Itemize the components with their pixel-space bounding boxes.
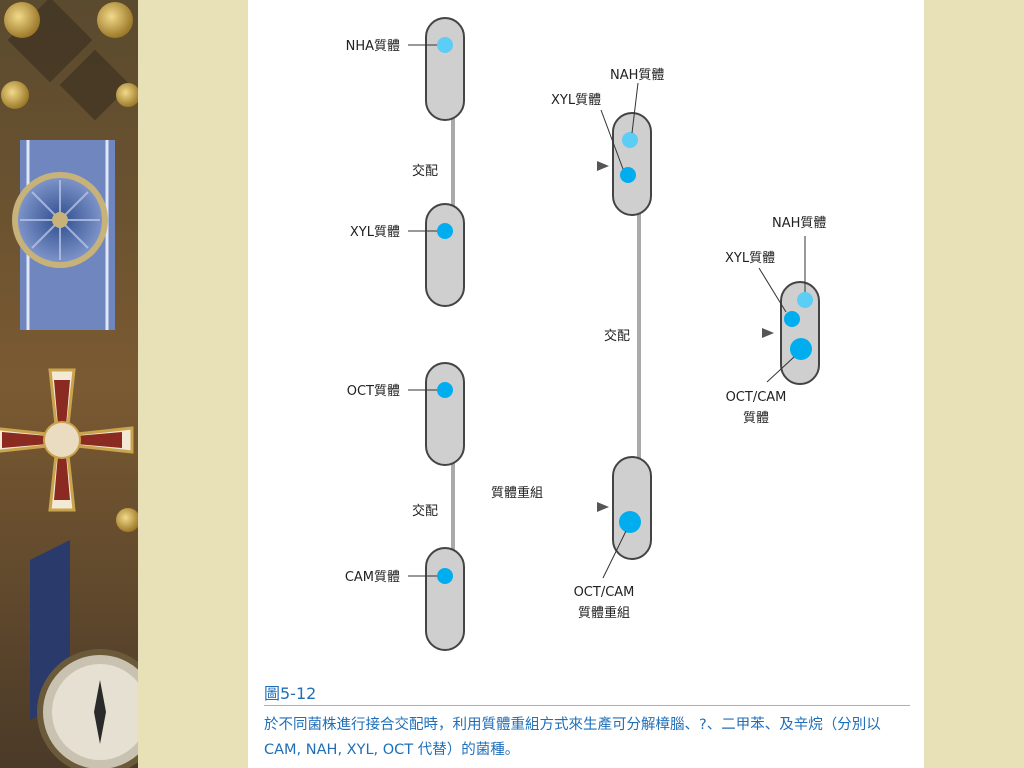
- label-bottom-octcam-line1: OCT/CAM: [574, 585, 635, 600]
- plasmid-final-nah: [797, 292, 813, 308]
- figure-number: 圖5-12: [264, 684, 317, 703]
- plasmid-cam: [437, 568, 453, 584]
- label-cross-top: 交配: [412, 163, 438, 179]
- label-final-nah: NAH質體: [772, 216, 826, 231]
- cell-nha: [425, 17, 465, 121]
- cell-bottom-result: [612, 456, 652, 560]
- label-final-octcam-line2: 質體: [743, 411, 769, 426]
- cell-xyl: [425, 203, 465, 307]
- plasmid-xyl: [437, 223, 453, 239]
- cell-final-result: [780, 281, 820, 385]
- plasmid-final-octcam: [790, 338, 812, 360]
- plasmid-top-xyl: [620, 167, 636, 183]
- label-cross-bottom: 交配: [412, 503, 438, 519]
- label-recombination-arrow: 質體重組: [491, 485, 543, 501]
- content-slide: NHA質體 交配 XYL質體 NAH質體 XYL質體 交配 NAH質體 XYL質…: [248, 0, 924, 768]
- label-top-nah: NAH質體: [610, 68, 664, 83]
- label-oct-plasmid: OCT質體: [347, 384, 400, 399]
- cell-top-result: [612, 112, 652, 216]
- label-xyl-plasmid: XYL質體: [350, 225, 400, 240]
- decorative-medal-image: [0, 0, 138, 768]
- label-top-xyl: XYL質體: [551, 93, 601, 108]
- figure-caption: 於不同菌株進行接合交配時，利用質體重組方式來生產可分解樟腦、?、二甲苯、及辛烷（…: [264, 717, 881, 758]
- plasmid-recombination-diagram: NHA質體 交配 XYL質體 NAH質體 XYL質體 交配 NAH質體 XYL質…: [345, 17, 826, 651]
- label-nha-plasmid: NHA質體: [346, 39, 400, 54]
- cell-cam: [425, 547, 465, 651]
- cell-oct: [425, 362, 465, 466]
- label-final-xyl: XYL質體: [725, 251, 775, 266]
- label-bottom-octcam-line2: 質體重組: [578, 605, 630, 621]
- plasmid-top-nah: [622, 132, 638, 148]
- plasmid-nha: [437, 37, 453, 53]
- caption-divider: [264, 705, 910, 706]
- plasmid-bottom-octcam: [619, 511, 641, 533]
- plasmid-final-xyl: [784, 311, 800, 327]
- plasmid-oct: [437, 382, 453, 398]
- label-cam-plasmid: CAM質體: [345, 570, 400, 585]
- label-final-octcam-line1: OCT/CAM: [726, 390, 787, 405]
- label-cross-middle: 交配: [604, 328, 630, 344]
